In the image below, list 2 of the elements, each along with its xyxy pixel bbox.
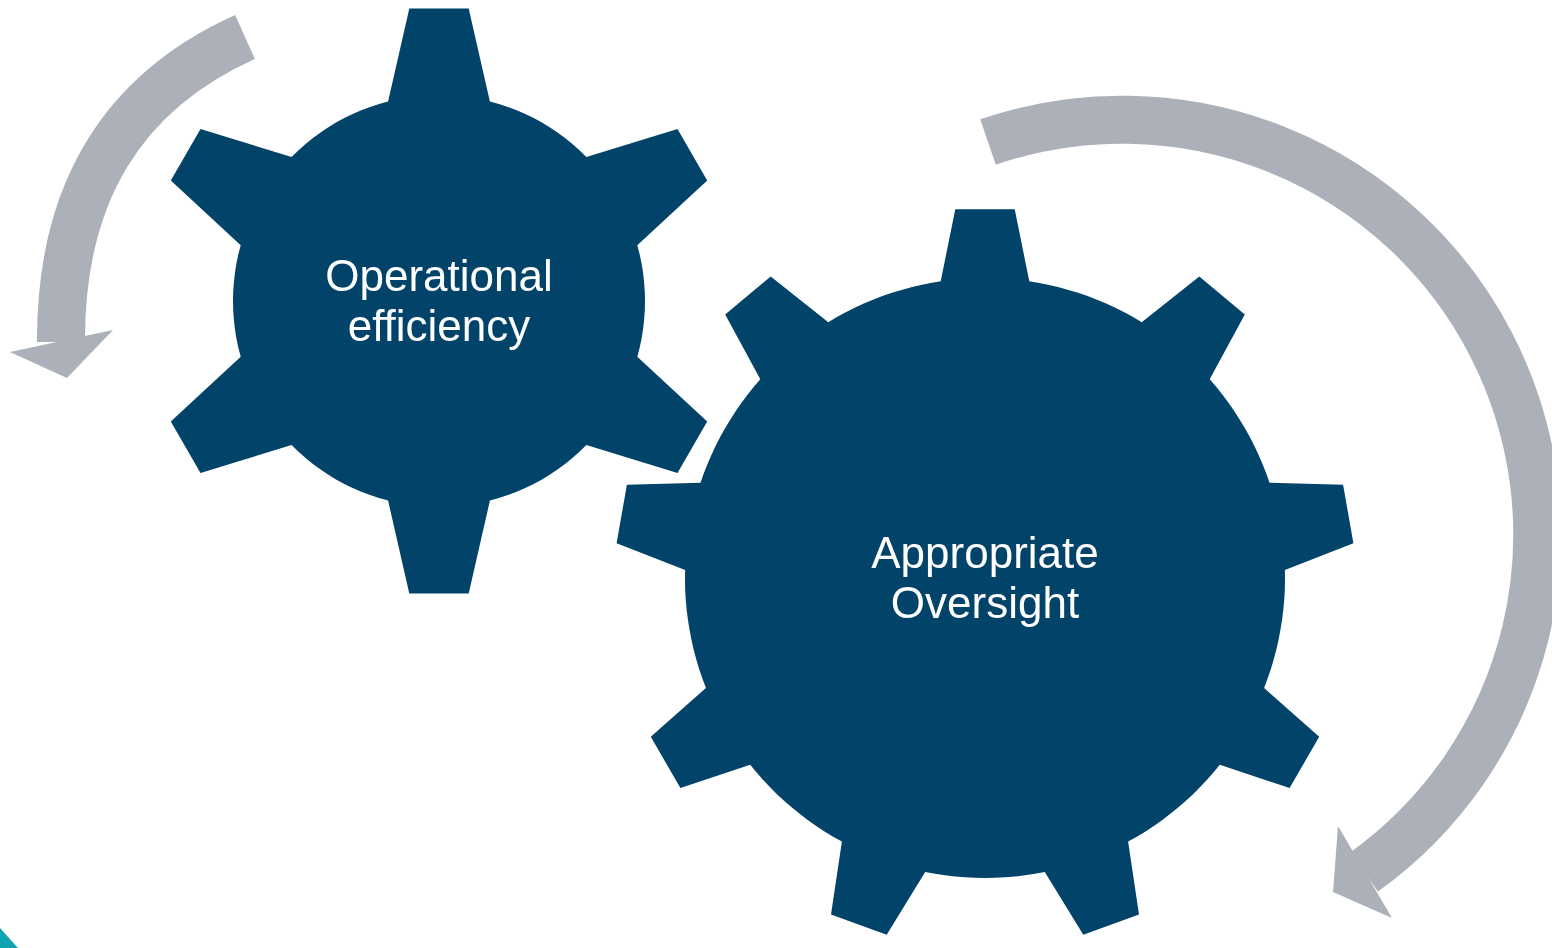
gear-label: Operational efficiency (324, 251, 554, 351)
gear-label: Appropriate Oversight (870, 528, 1100, 628)
